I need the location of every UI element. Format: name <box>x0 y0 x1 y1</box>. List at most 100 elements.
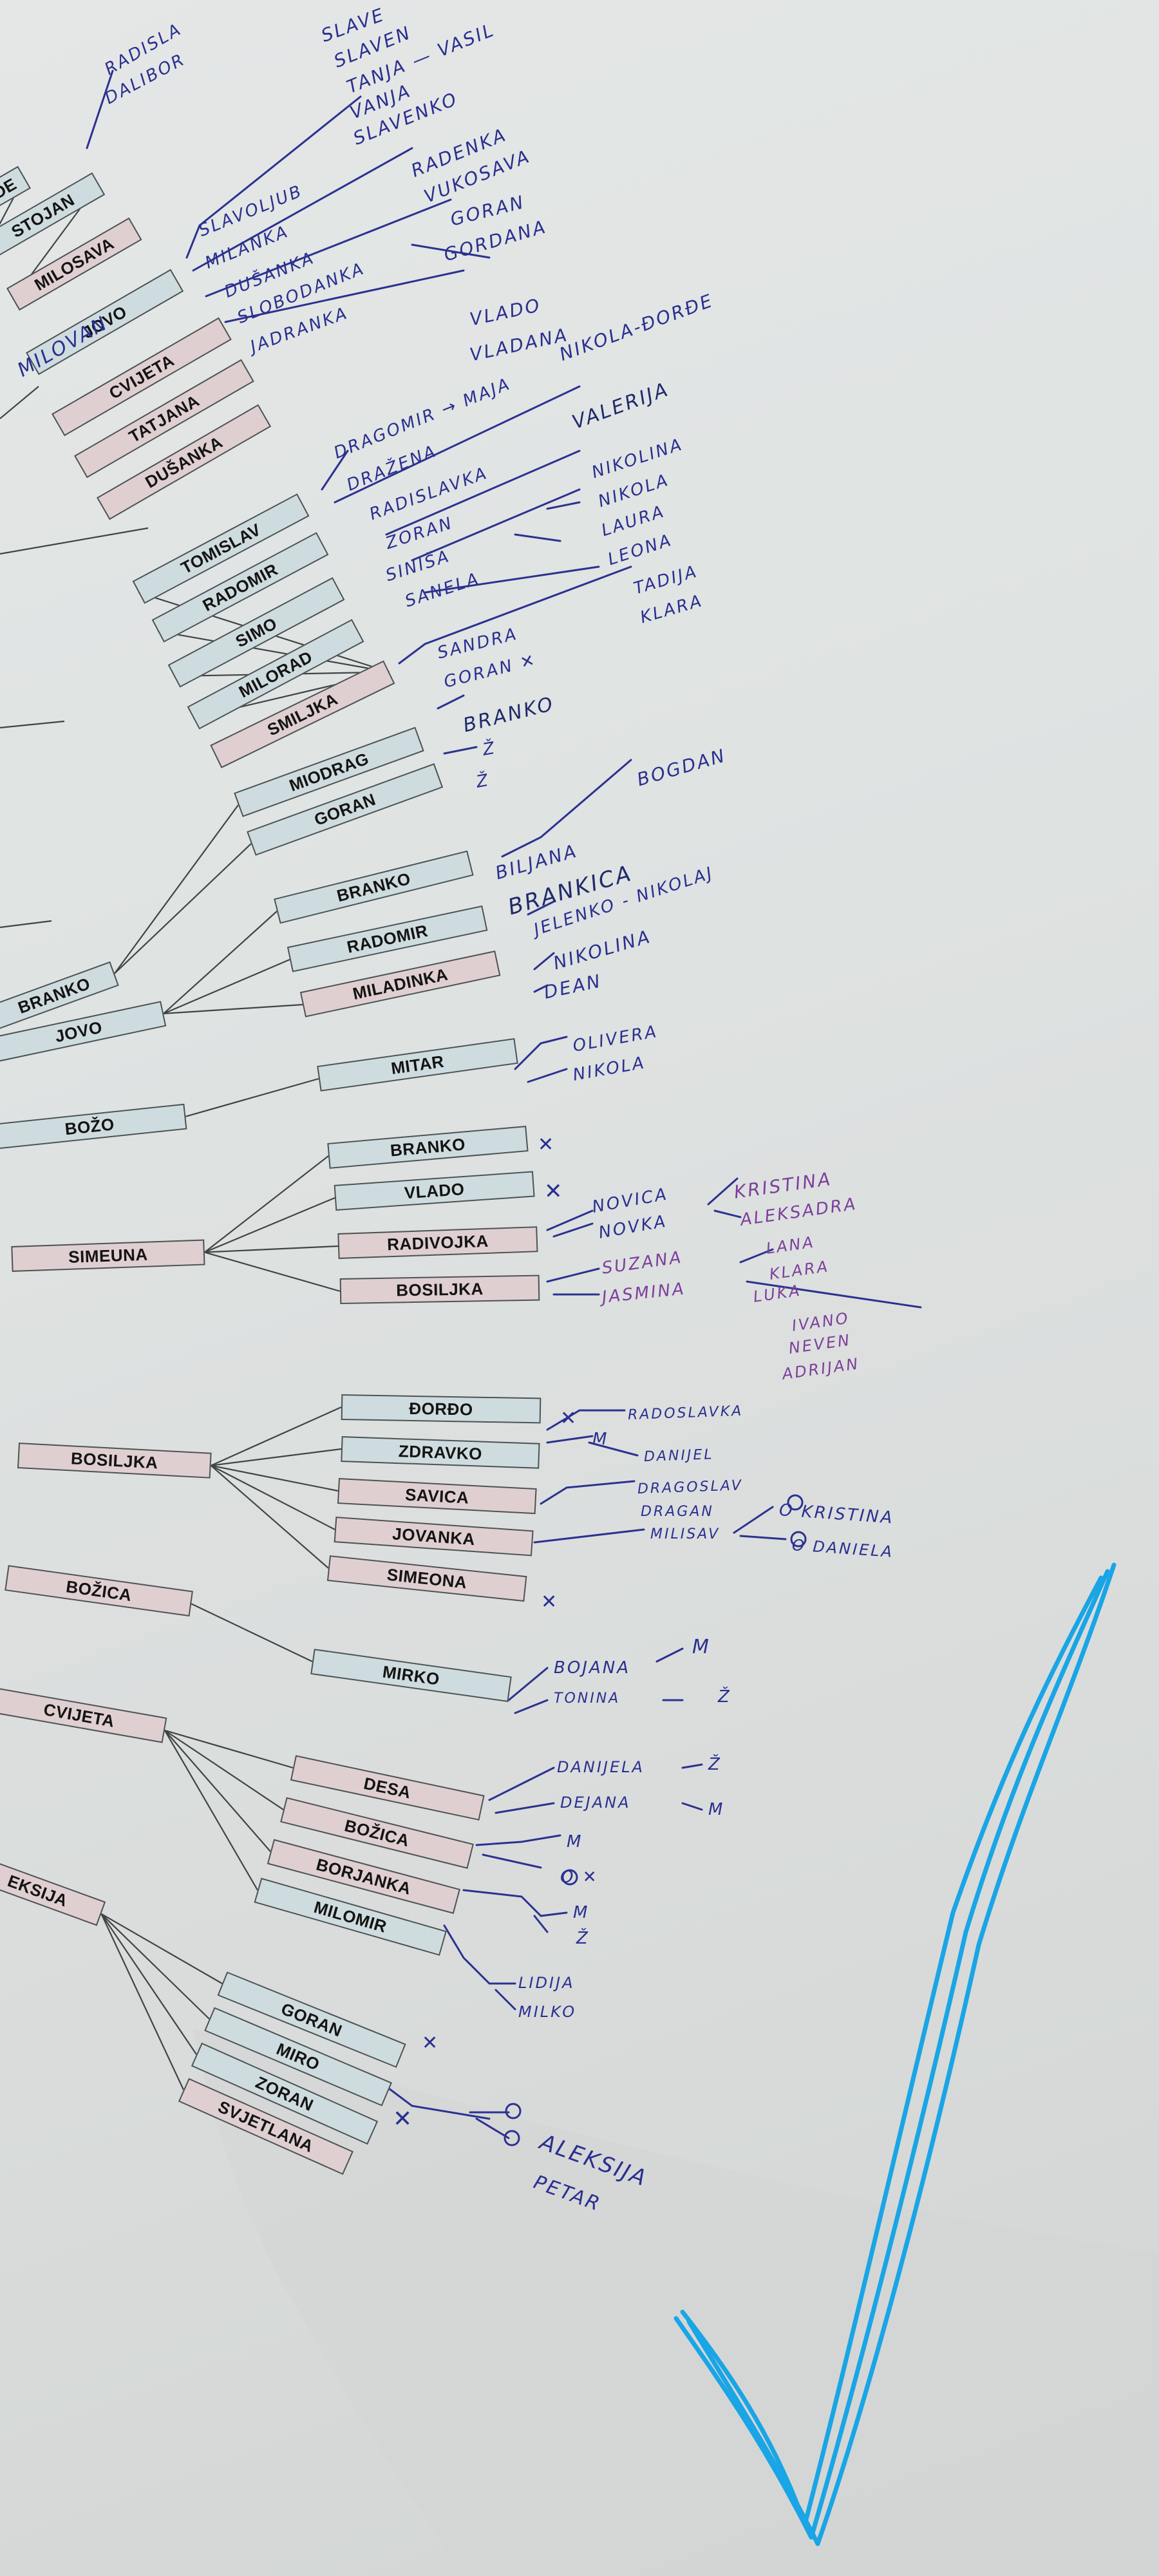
note-z3: Ž <box>718 1687 731 1707</box>
connector-simeuna-vlado <box>204 1197 335 1253</box>
connector-jovo2-radomir2 <box>163 958 290 1014</box>
ink-stroke-46 <box>482 1853 542 1869</box>
ink-stroke-7 <box>334 385 581 504</box>
connector-cvijeta2-borjanka <box>164 1730 271 1852</box>
connector-stem-3 <box>0 920 52 929</box>
note-m3: M <box>708 1800 725 1819</box>
note-milko: MILKO <box>518 2003 577 2021</box>
ink-stroke-42 <box>495 1802 555 1814</box>
note-m5: M <box>573 1903 590 1922</box>
check-icon <box>674 1562 1117 2546</box>
ink-stroke-34 <box>533 1528 645 1544</box>
ink-stroke-43 <box>681 1763 703 1769</box>
note-x_branko: ✕ <box>538 1133 556 1156</box>
connector-eksija-svjetlana <box>100 1913 184 2090</box>
connector-smiljka-radomir1 <box>157 630 390 673</box>
connector-bosiljka2-dordo <box>211 1406 342 1466</box>
ink-stroke-12 <box>546 501 581 510</box>
note-z4: Ž <box>708 1755 722 1774</box>
ink-stroke-47 <box>462 1889 568 1917</box>
note-x_svjetlana: ✕ <box>393 2106 415 2132</box>
connector-cvijeta2-milomir <box>164 1730 258 1891</box>
note-danijel: DANIJEL <box>643 1446 714 1465</box>
ink-stroke-17 <box>527 900 555 916</box>
ink-stroke-8 <box>385 450 581 536</box>
connector-simeuna-branko2 <box>204 1155 329 1253</box>
ink-stroke-53 <box>475 2117 510 2139</box>
connector-eksija-goran2 <box>100 1913 223 1984</box>
note-m1: M <box>592 1430 609 1449</box>
ink-stroke-35 <box>733 1506 774 1534</box>
note-o_x: O ✕ <box>560 1868 599 1887</box>
ink-stroke-33 <box>540 1480 636 1505</box>
ink-stroke-41 <box>488 1766 555 1801</box>
check-stroke-1 <box>680 1575 1104 2527</box>
ink-stroke-29 <box>746 1280 922 1309</box>
check-stroke-0 <box>674 1569 1110 2540</box>
connector-bozica1-mirko <box>191 1603 313 1662</box>
ink-stroke-9 <box>411 488 581 562</box>
note-lidija: LIDIJA <box>518 1974 575 1992</box>
ink-circle-4 <box>504 2130 520 2146</box>
connector-jovo2-branko1 <box>163 911 278 1014</box>
check-stroke-2 <box>686 1562 1117 2546</box>
connector-bozo-mitar <box>185 1077 319 1117</box>
ink-stroke-49 <box>443 1924 516 1985</box>
connector-jovo2-miladinka <box>164 1003 303 1014</box>
ink-stroke-50 <box>495 1989 516 2011</box>
ink-circle-1 <box>790 1531 807 1548</box>
ink-stroke-21 <box>527 1068 568 1083</box>
note-tonina: TONINA <box>554 1690 621 1707</box>
ink-stroke-38 <box>514 1699 549 1714</box>
ink-circle-0 <box>787 1494 804 1511</box>
ink-stroke-19 <box>533 984 549 993</box>
connector-simeuna-bosiljka1 <box>204 1251 341 1293</box>
connector-stem-2 <box>0 386 39 419</box>
connector-stem-1 <box>0 527 149 555</box>
connector-eksija-miro <box>100 1913 210 2020</box>
connector-bosiljka2-jovanka <box>211 1464 335 1530</box>
ink-stroke-45 <box>475 1834 561 1846</box>
ink-stroke-16 <box>501 759 632 858</box>
person-box-dordo: ĐORĐO <box>341 1394 542 1424</box>
ink-stroke-37 <box>507 1667 549 1701</box>
connector-cvijeta2-desa <box>164 1729 294 1769</box>
ink-stroke-15 <box>443 746 478 755</box>
note-x_vlado: ✕ <box>544 1179 565 1204</box>
note-m4: M <box>567 1832 583 1852</box>
connector-eksija-zoran <box>100 1913 197 2055</box>
ink-stroke-5 <box>411 243 491 259</box>
note-danijela: DANIJELA <box>557 1758 645 1776</box>
ink-stroke-1 <box>185 95 362 259</box>
ink-stroke-20 <box>514 1036 568 1070</box>
note-dejana: DEJANA <box>560 1794 631 1812</box>
ink-stroke-22 <box>546 1209 594 1231</box>
connector-cvijeta2-bozica2 <box>164 1729 284 1810</box>
ink-stroke-4 <box>224 269 465 323</box>
connector-simeuna-radivojka <box>204 1245 339 1253</box>
ink-stroke-30 <box>546 1409 626 1431</box>
ink-stroke-11 <box>514 533 561 542</box>
ink-circle-2 <box>561 1869 578 1886</box>
ink-stroke-44 <box>681 1802 703 1811</box>
connector-bosiljka2-zdravko <box>211 1448 342 1466</box>
tree-connectors <box>0 176 390 2090</box>
ink-stroke-3 <box>205 198 452 298</box>
note-dragan: DRAGAN <box>641 1504 714 1520</box>
ink-stroke-48 <box>533 1915 549 1933</box>
ink-stroke-10 <box>424 565 600 594</box>
note-m2: M <box>692 1636 711 1658</box>
ink-stroke-32 <box>588 1441 639 1457</box>
ink-stroke-24 <box>707 1177 739 1206</box>
ink-stroke-26 <box>546 1267 600 1283</box>
ink-stroke-2 <box>192 147 413 272</box>
ink-stroke-31 <box>546 1435 594 1444</box>
ink-stroke-23 <box>552 1222 594 1238</box>
person-box-bosiljka1: BOSILJKA <box>339 1274 540 1304</box>
note-x_dordo: ✕ <box>560 1407 579 1430</box>
connector-bosiljka2-savica <box>211 1464 339 1492</box>
note-milisav: MILISAV <box>650 1526 721 1542</box>
ink-stroke-36 <box>739 1535 787 1540</box>
connector-branko0-goran1 <box>114 843 252 974</box>
note-x_goran2: ✕ <box>422 2032 440 2054</box>
